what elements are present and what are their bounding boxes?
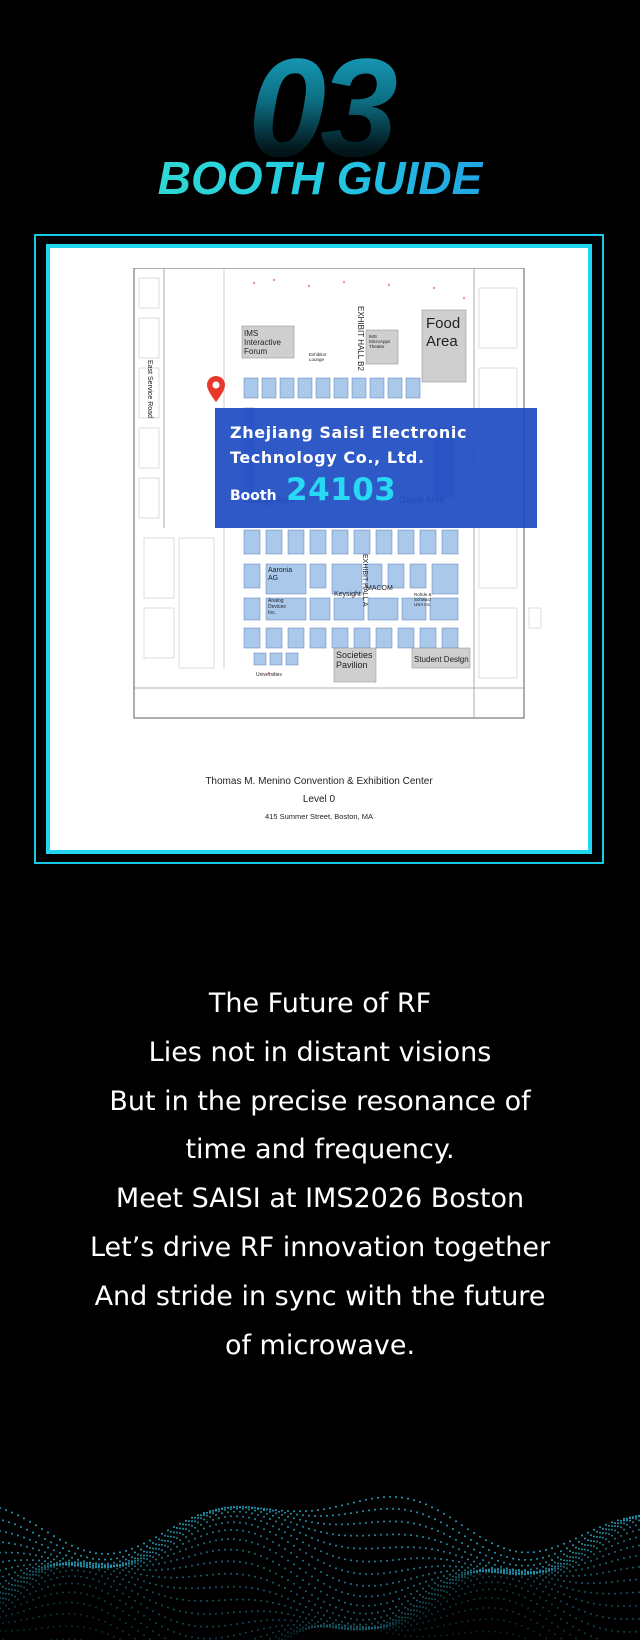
section-header: 03 BOOTH GUIDE — [0, 0, 640, 220]
booth-number: 24103 — [286, 472, 397, 508]
poem-line: And stride in sync with the future — [94, 1280, 546, 1312]
venue-address: 415 Summer Street, Boston, MA — [265, 812, 373, 821]
map-label-road: East Service Road — [146, 360, 153, 418]
particle-wave-decoration — [0, 1495, 640, 1640]
section-title: BOOTH GUIDE — [0, 150, 640, 206]
map-label-hall-b2: EXHIBIT HALL B2 — [356, 306, 365, 371]
poem-line: Meet SAISI at IMS2026 Boston — [115, 1183, 525, 1215]
map-label-keysight: Keysight — [334, 591, 361, 598]
poem-line: Let’s drive RF innovation together — [89, 1231, 551, 1263]
poem-line: The Future of RF — [208, 988, 432, 1019]
poem-line: Lies not in distant visions — [148, 1036, 492, 1068]
map-label-hall-a: EXHIBIT HALL A — [361, 554, 368, 607]
venue-name: Thomas M. Menino Convention & Exhibition… — [205, 776, 433, 787]
closing-message: The Future of RF Lies not in distant vis… — [0, 980, 640, 1370]
poem-line: time and frequency. — [185, 1134, 455, 1166]
booth-label: Booth — [230, 488, 277, 504]
venue-level: Level 0 — [302, 794, 336, 805]
map-label-macom: MACOM — [366, 585, 393, 592]
map-label-student: Student Design — [414, 655, 469, 664]
booth-callout: Zhejiang Saisi Electronic Technology Co.… — [215, 408, 537, 528]
poem-line: But in the precise resonance of — [109, 1085, 531, 1117]
company-name: Zhejiang Saisi Electronic Technology Co.… — [230, 423, 468, 467]
poem-line: of microwave. — [224, 1329, 416, 1361]
section-number: 03 — [0, 38, 640, 178]
map-label-universities: Universities — [256, 672, 282, 678]
location-pin-icon — [207, 376, 225, 402]
